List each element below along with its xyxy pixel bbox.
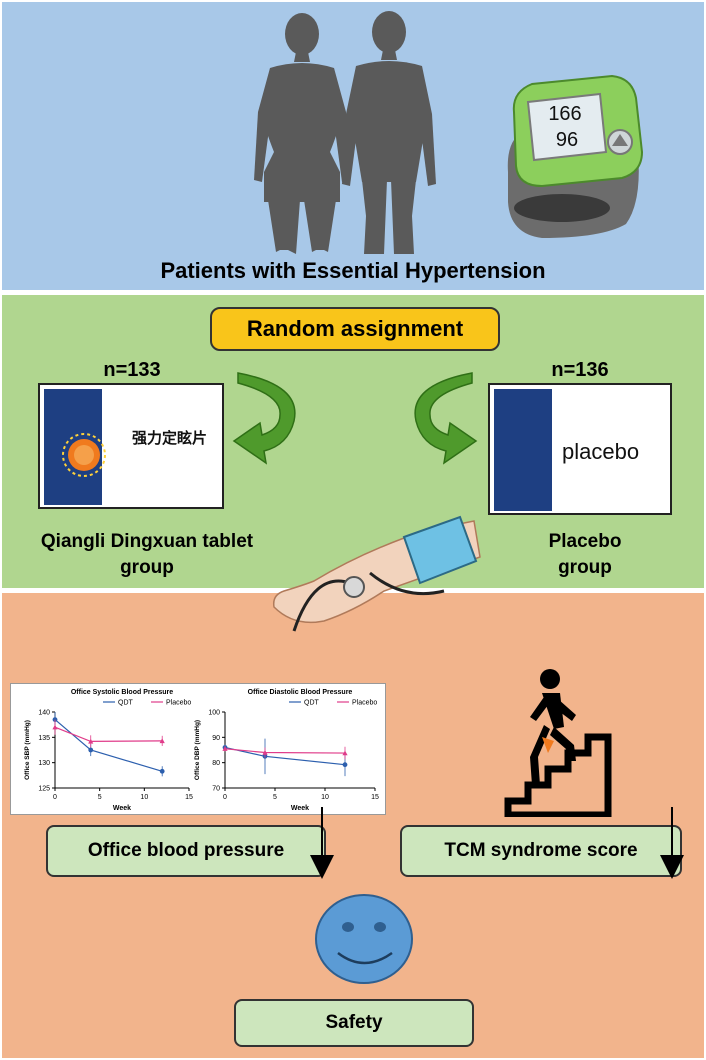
randomization-panel: Random assignment n=133 n=136 强力定眩片 plac… <box>0 292 706 590</box>
series-line <box>224 748 346 754</box>
decrease-arrow-icon <box>310 807 334 879</box>
placebo-group-label-line1: Placebo <box>548 531 622 552</box>
series-line <box>54 726 163 742</box>
x-axis-label: Week <box>291 805 309 812</box>
bp-measurement-illustration-icon <box>272 515 481 632</box>
y-tick-label: 130 <box>38 760 50 767</box>
y-tick-label: 140 <box>38 710 50 717</box>
population-panel: 166 96 Patients with Essential Hypertens… <box>0 0 706 292</box>
outcomes-panel: Office Systolic Blood Pressure 125 130 135 1… <box>0 515 706 1060</box>
y-tick-label: 135 <box>38 735 50 742</box>
stair-climber-icon <box>504 669 612 817</box>
curved-arrow-right-icon <box>414 372 478 465</box>
data-point <box>159 768 165 774</box>
data-point <box>88 747 94 753</box>
blood-pressure-monitor-icon: 166 96 <box>507 74 644 238</box>
data-point <box>88 738 94 744</box>
y-axis-label: Office DBP (mmHg) <box>194 720 201 780</box>
legend-label: Placebo <box>166 700 191 707</box>
legend-label: QDT <box>118 700 134 707</box>
bp-systolic-readout: 166 <box>548 103 581 125</box>
bp-charts: Office Systolic Blood Pressure 125 130 135 1… <box>24 689 379 812</box>
data-point <box>52 717 58 722</box>
qdt-tablet-box: 强力定眩片 <box>38 383 224 509</box>
x-tick-label: 0 <box>223 794 227 801</box>
data-point <box>52 724 58 730</box>
x-axis-label: Week <box>113 805 131 812</box>
tcm-score-outcome: TCM syndrome score <box>400 825 682 877</box>
bp-chart-panel: Office Systolic Blood Pressure 125 130 135 1… <box>10 683 386 815</box>
chart-title: Office Systolic Blood Pressure <box>71 689 173 696</box>
x-tick-label: 5 <box>98 794 102 801</box>
placebo-box-label: placebo <box>562 439 640 464</box>
data-point <box>342 762 348 768</box>
treatment-group-label-line1: Qiangli Dingxuan tablet <box>40 531 254 552</box>
legend-label: QDT <box>304 700 320 707</box>
series-line <box>54 719 163 772</box>
tablet-molecule-icon <box>62 433 106 477</box>
data-point <box>159 738 165 744</box>
x-tick-label: 15 <box>185 794 193 801</box>
female-silhouette-icon <box>254 13 350 254</box>
y-tick-label: 125 <box>38 786 50 793</box>
safety-outcome: Safety <box>234 999 474 1047</box>
bp-diastolic-readout: 96 <box>556 129 578 151</box>
placebo-box: placebo <box>488 383 672 515</box>
x-tick-label: 10 <box>140 794 148 801</box>
y-axis-label: Office SBP (mmHg) <box>24 720 31 780</box>
y-tick-label: 80 <box>212 760 220 767</box>
random-assignment-label: Random assignment <box>210 307 500 351</box>
data-point <box>222 746 228 751</box>
y-tick-label: 70 <box>212 786 220 793</box>
legend-label: Placebo <box>352 700 377 707</box>
curved-arrow-left-icon <box>232 372 296 465</box>
population-title: Patients with Essential Hypertension <box>160 258 546 283</box>
office-bp-outcome: Office blood pressure <box>46 825 326 877</box>
decrease-arrow-icon <box>660 807 684 879</box>
data-point <box>342 750 348 756</box>
data-point <box>262 749 268 755</box>
smiley-face-icon <box>315 894 413 984</box>
treatment-group-label-line2: group <box>120 557 174 578</box>
x-tick-label: 15 <box>371 794 379 801</box>
placebo-n-label: n=136 <box>551 359 609 381</box>
qdt-box-title: 强力定眩片 <box>132 430 208 447</box>
male-silhouette-icon <box>342 11 436 254</box>
x-tick-label: 10 <box>321 794 329 801</box>
population-illustration: 166 96 <box>254 11 644 254</box>
treatment-n-label: n=133 <box>103 359 161 381</box>
y-tick-label: 90 <box>212 735 220 742</box>
y-tick-label: 100 <box>208 710 220 717</box>
x-tick-label: 5 <box>273 794 277 801</box>
chart-title: Office Diastolic Blood Pressure <box>248 689 353 696</box>
x-tick-label: 0 <box>53 794 57 801</box>
placebo-group-label-line2: group <box>558 557 612 578</box>
allocation-arrows <box>232 372 478 465</box>
